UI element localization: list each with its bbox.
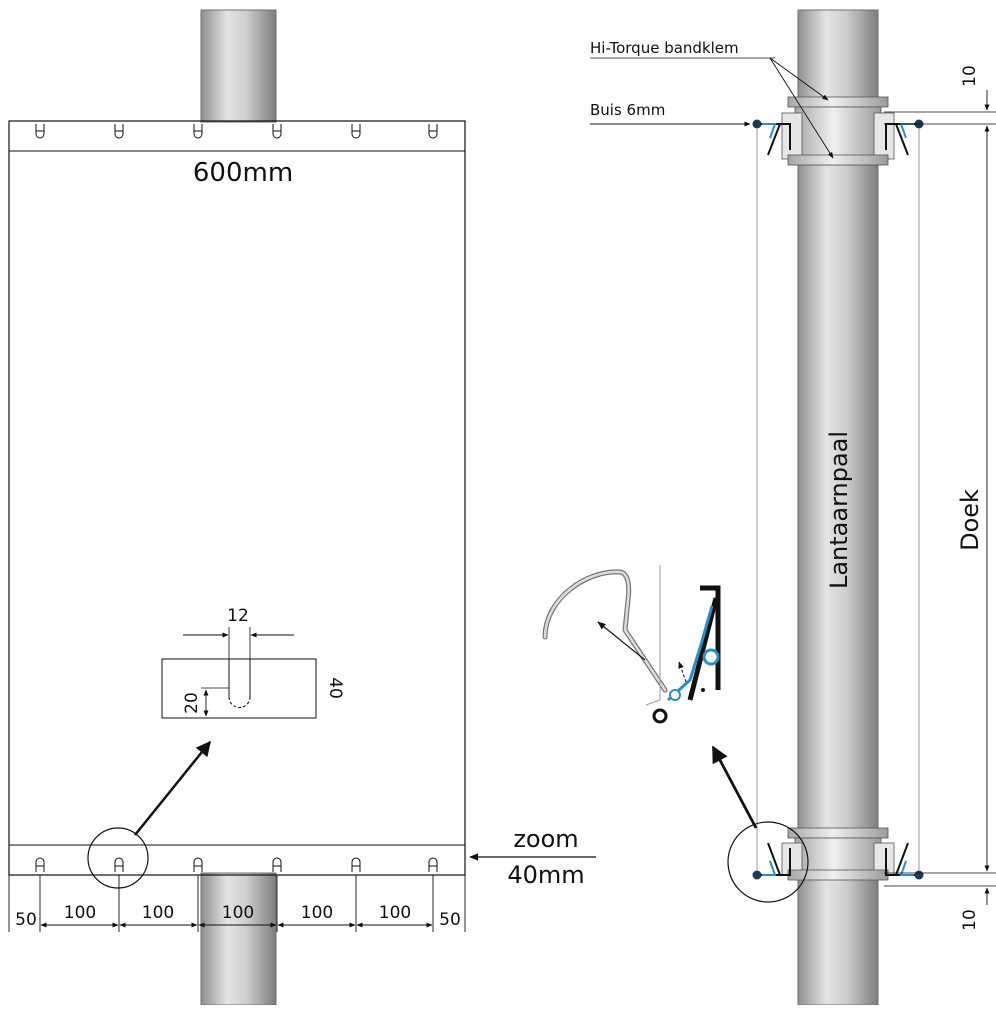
pole-bottom-section xyxy=(200,872,277,1006)
slot-icon xyxy=(114,857,124,872)
right-view: Lantaarnpaal xyxy=(542,9,996,1006)
bottom-slots xyxy=(35,857,438,872)
spacing-label: 100 xyxy=(379,903,411,923)
slot-icon xyxy=(351,857,361,872)
top-gap-label: 10 xyxy=(960,65,980,87)
spacing-label: 100 xyxy=(64,903,96,923)
top-clamp-assembly xyxy=(752,96,924,166)
bottom-gap-label: 10 xyxy=(960,909,980,931)
spacing-label: 50 xyxy=(439,910,461,930)
zoom-label-line2: 40mm xyxy=(507,861,584,889)
spacing-label: 100 xyxy=(222,903,254,923)
spacing-dimensions xyxy=(8,875,466,932)
spacing-label: 100 xyxy=(301,903,333,923)
spacing-label: 100 xyxy=(142,903,174,923)
slot-height-label: 20 xyxy=(182,692,202,714)
slot-icon xyxy=(193,857,203,872)
bottom-clamp-assembly xyxy=(752,827,924,881)
top-band-clamp xyxy=(787,96,889,108)
tube-label: Buis 6mm xyxy=(590,101,665,119)
detail-arrow xyxy=(711,745,758,829)
slot-icon xyxy=(428,124,438,139)
slot-icon xyxy=(428,857,438,872)
width-label: 600mm xyxy=(193,158,293,188)
hook-detail-illustration xyxy=(542,565,721,724)
detail-circle xyxy=(727,821,809,903)
pole-label: Lantaarnpaal xyxy=(825,431,853,589)
slot-icon xyxy=(35,857,45,872)
slot-width-label: 12 xyxy=(227,606,249,626)
clamp-label: Hi-Torque bandklem xyxy=(590,39,739,57)
pole-top-section xyxy=(200,9,277,123)
cloth-label: Doek xyxy=(956,489,984,551)
spacing-label: 50 xyxy=(15,910,37,930)
slot-detail: 12 20 40 xyxy=(161,606,345,719)
slot-icon xyxy=(272,124,282,139)
top-slots xyxy=(35,124,438,139)
banner-panel xyxy=(8,120,466,876)
slot-icon xyxy=(193,124,203,139)
zoom-label-line1: zoom xyxy=(513,825,578,853)
zoom-arrow xyxy=(134,740,211,836)
zoom-circle xyxy=(87,827,149,889)
left-view: 600mm 12 20 40 zoom 40mm xyxy=(8,9,596,1006)
slot-depth-label: 40 xyxy=(325,677,345,699)
slot-icon xyxy=(35,124,45,139)
slot-icon xyxy=(114,124,124,139)
slot-icon xyxy=(272,857,282,872)
slot-icon xyxy=(351,124,361,139)
